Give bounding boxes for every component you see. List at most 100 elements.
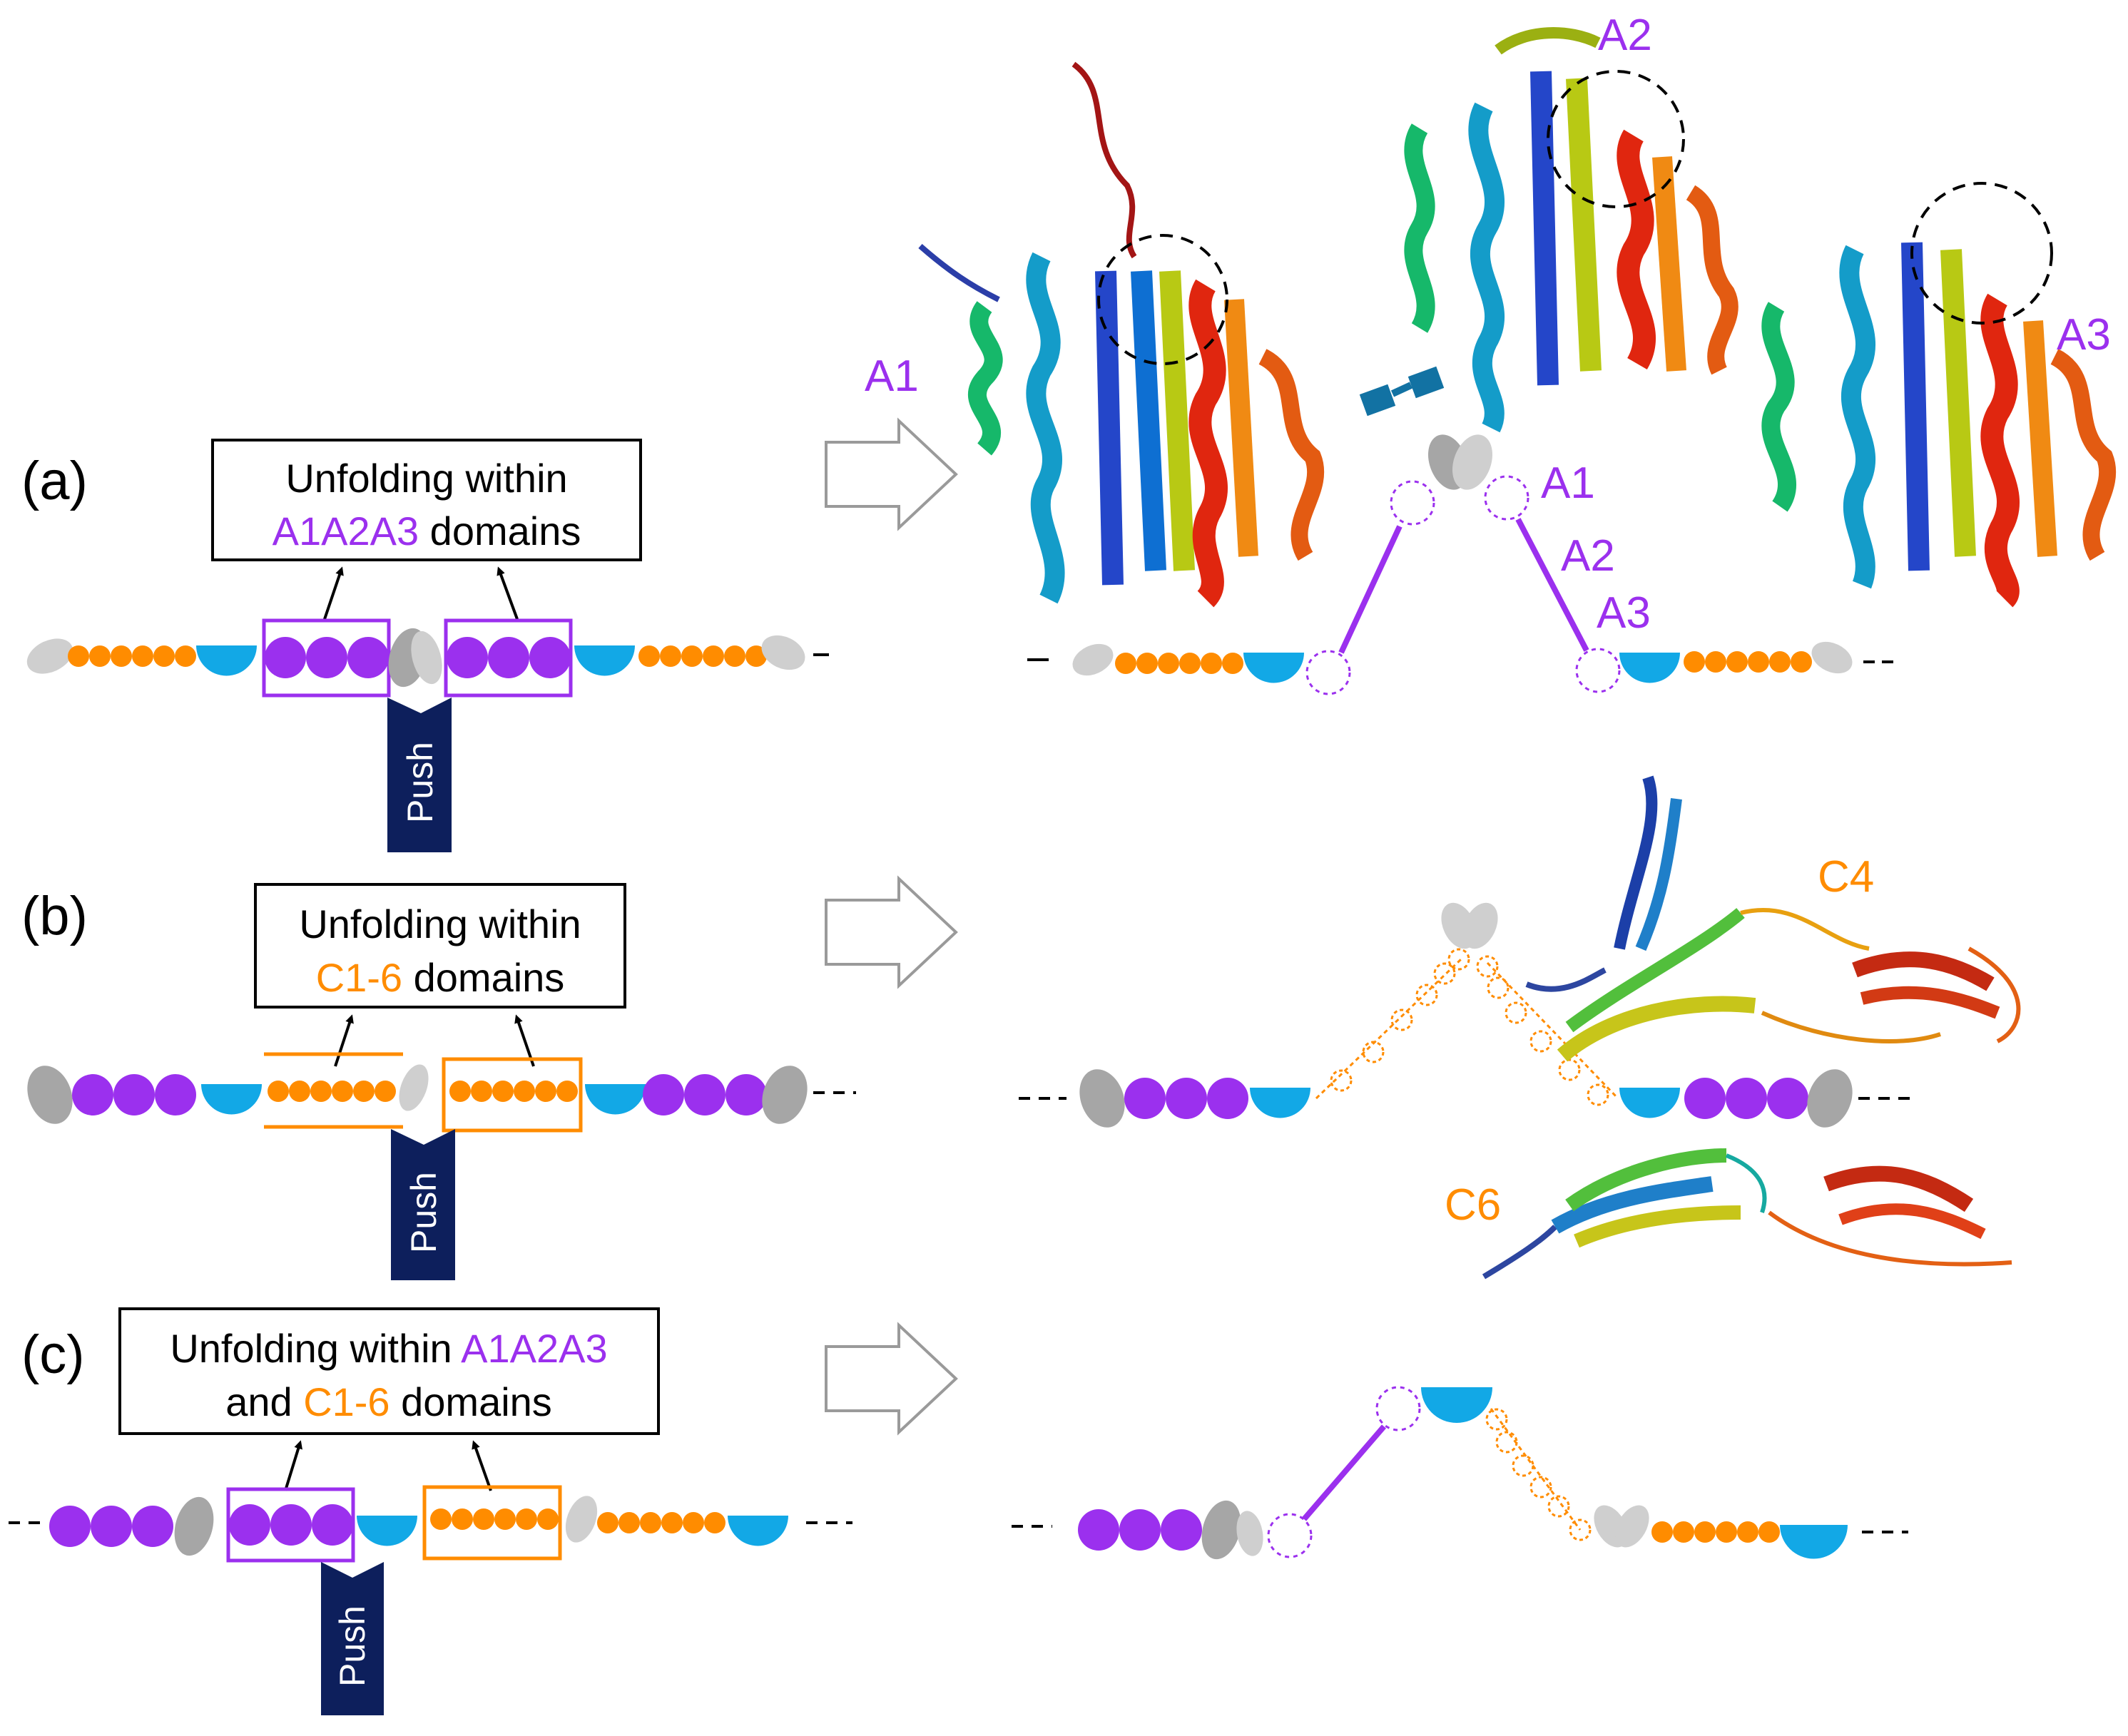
c-domain-highlight-box	[422, 1485, 562, 1561]
d-domain-ellipse	[1072, 643, 1114, 676]
d-prime-cup	[1780, 1525, 1848, 1559]
unfolded-c-placeholders	[1485, 1408, 1592, 1541]
up-arrow-icon	[334, 1014, 354, 1067]
up-pointing-push-arrow-icon: Push	[391, 1129, 455, 1280]
hollow-right-arrow-icon	[825, 417, 958, 531]
c-domain-highlight-box	[442, 1057, 583, 1133]
d-prime-cup	[1421, 1387, 1492, 1423]
c-domain-beads	[430, 1508, 559, 1530]
up-pointing-push-arrow-icon: Push	[321, 1562, 384, 1715]
stretched-a-strand	[1338, 525, 1402, 654]
a-domain-highlight-box	[262, 618, 391, 698]
up-arrow-icon	[497, 566, 519, 620]
d-prime-cup	[201, 1084, 262, 1115]
d-prime-cup	[1243, 653, 1304, 683]
unfolded-a-placeholder	[1305, 650, 1351, 695]
structure-label-c6: C6	[1445, 1180, 1501, 1230]
panel-c-protein-chain	[9, 1485, 852, 1563]
panel-c-box-line2: and C1-6 domains	[225, 1379, 552, 1424]
panel-a-box-domain-name: A1A2A3	[273, 509, 419, 553]
chain-label-a1: A1	[1541, 459, 1595, 508]
up-arrow-icon	[323, 566, 344, 620]
d-domain-ellipse	[1236, 1511, 1263, 1556]
binding-site-dashed-circle	[1910, 182, 2053, 325]
d-prime-cup	[357, 1516, 417, 1546]
panel-c-box-line1: Unfolding within A1A2A3	[170, 1326, 607, 1371]
push-label: Push	[404, 1172, 444, 1253]
panel-c-box-line1-plain: Unfolding within	[170, 1326, 461, 1371]
panel-b-protein-chain	[27, 1052, 856, 1133]
a-domain-beads	[265, 637, 389, 678]
central-knot-ellipse	[1462, 902, 1498, 949]
central-knot-ellipse	[1452, 434, 1493, 490]
d-domain-ellipse	[761, 635, 805, 670]
c-domain-beads	[268, 1081, 396, 1102]
d-domain-ellipse	[1811, 641, 1853, 674]
panel-c-box-frame	[118, 1307, 660, 1435]
structure-label-a2: A2	[1598, 11, 1652, 60]
d-prime-cup	[574, 645, 635, 676]
d-prime-cup	[1250, 1088, 1310, 1118]
panel-b-box-frame	[254, 883, 626, 1009]
push-arrow-shape	[321, 1562, 384, 1715]
panel-b-box-line2: C1-6 domains	[316, 955, 565, 1000]
structure-label-a1: A1	[865, 352, 919, 401]
panel-a-box-frame	[211, 439, 642, 561]
a-domain-beads	[1124, 1078, 1248, 1119]
unfolded-a-placeholder	[1267, 1513, 1313, 1558]
a3-structure-ribbon: A3	[1761, 182, 2117, 608]
d-domain-ellipse	[1201, 1500, 1241, 1560]
structure-label-a3: A3	[2057, 310, 2111, 359]
panel-c-box-line2-rest: domains	[390, 1379, 552, 1424]
a2-structure-ribbon: A2	[1359, 11, 1738, 433]
push-label: Push	[400, 742, 440, 823]
panel-c-box-line1-domain: A1A2A3	[461, 1326, 608, 1371]
a-domain-beads	[72, 1074, 196, 1115]
central-knot-ellipse	[411, 630, 442, 685]
panel-a-box-line1: Unfolding within	[285, 456, 567, 501]
unfolded-c-placeholders	[1330, 948, 1470, 1092]
unfolded-a-placeholder	[1375, 1386, 1421, 1431]
panel-c-unfolded-chain	[1012, 1386, 1908, 1560]
d-prime-cup	[196, 645, 257, 676]
panel-a-textbox: Unfolding within A1A2A3 domains	[211, 439, 642, 561]
hollow-right-arrow-icon	[825, 1322, 958, 1436]
up-pointing-push-arrow-icon: Push	[387, 698, 452, 852]
d-domain-ellipse	[174, 1496, 214, 1556]
d-domain-ellipse	[762, 1066, 808, 1124]
structure-label-c4: C4	[1818, 852, 1874, 902]
panel-a-protein-chain	[26, 618, 829, 698]
a-domain-highlight-box	[444, 618, 573, 698]
panel-b: (b) Unfolding within C1-6 domains	[21, 775, 2021, 1280]
c-domain-beads	[1115, 653, 1243, 674]
glycan-blocks	[1359, 366, 1445, 417]
chain-label-a3: A3	[1597, 588, 1651, 638]
a1-structure-ribbon: A1	[865, 61, 1325, 608]
c-domain-beads	[449, 1081, 578, 1102]
push-label: Push	[332, 1605, 372, 1687]
panel-b-box-domains-word: domains	[402, 955, 564, 1000]
d-domain-ellipse	[26, 638, 73, 674]
d-domain-ellipse	[1807, 1069, 1853, 1128]
a-domain-beads	[1684, 1078, 1808, 1119]
unfolded-c-placeholders	[1476, 955, 1609, 1106]
panel-c: (c) Unfolding within A1A2A3 and C1-6 dom…	[9, 1307, 1908, 1715]
panel-c-box-line2-plain: and	[225, 1379, 303, 1424]
stretched-a-strand	[1515, 518, 1589, 652]
panel-a-label: (a)	[21, 451, 88, 511]
d-prime-cup	[585, 1084, 646, 1115]
unfolded-a-placeholder	[1484, 475, 1529, 521]
unfolded-c-strand	[1490, 1408, 1582, 1531]
d-domain-ellipse	[27, 1066, 73, 1124]
c4-structure-ribbon: C4	[1525, 775, 2021, 1062]
panel-b-unfolded-chain	[1019, 902, 1912, 1128]
panel-b-box-line1: Unfolding within	[299, 902, 581, 946]
c-domain-beads	[638, 645, 767, 667]
central-knot-ellipse	[1615, 1505, 1649, 1548]
push-arrow-shape	[391, 1129, 455, 1280]
d-domain-ellipse	[1079, 1069, 1125, 1128]
c-domain-beads	[1651, 1521, 1780, 1543]
c-domain-beads	[68, 645, 196, 667]
a-domain-beads	[229, 1504, 353, 1546]
